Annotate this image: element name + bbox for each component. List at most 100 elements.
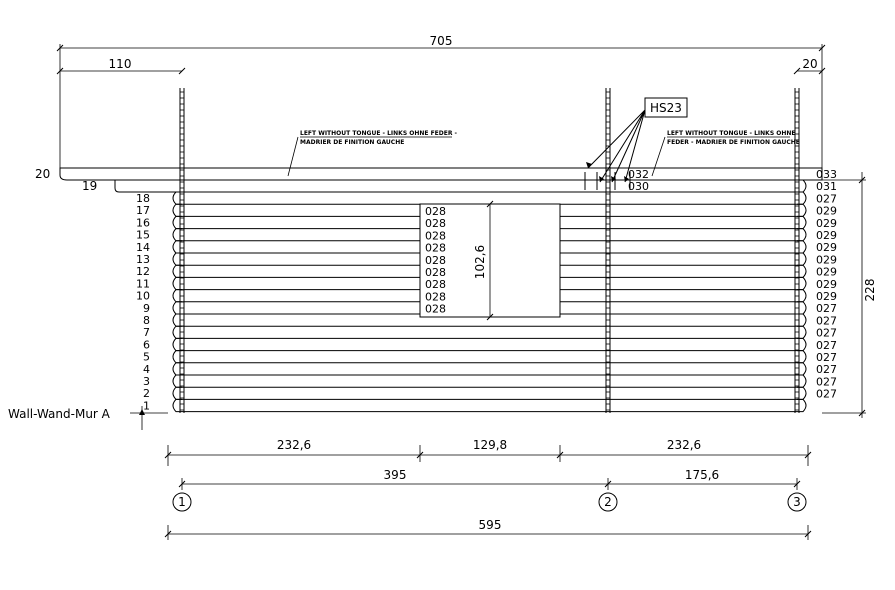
log-end-right (797, 240, 807, 254)
window-log-code: 028 (425, 205, 446, 218)
window-log-code: 028 (425, 254, 446, 267)
row-number: 2 (143, 387, 150, 400)
row-number: 3 (143, 375, 150, 388)
right-log-code: 033 (816, 168, 837, 181)
row-number: 12 (136, 265, 150, 278)
log-end-left (172, 350, 182, 364)
row-number: 16 (136, 216, 150, 229)
log-end-right (797, 228, 807, 242)
post-codes: 032 030 (628, 168, 649, 193)
log-end-left (172, 386, 182, 400)
window-log-code: 028 (425, 242, 446, 255)
log-end-right (797, 264, 807, 278)
note-right-line2: FEDER - MADRIER DE FINITION GAUCHE (667, 139, 800, 146)
hs23-callout: HS23 (584, 97, 688, 190)
window-log-code: 028 (425, 303, 446, 316)
log-end-left (172, 398, 182, 413)
log-end-right (797, 337, 807, 352)
wall-label-group: Wall-Wand-Mur A (8, 406, 168, 430)
log-end-right (797, 252, 807, 266)
window-log-code: 028 (425, 278, 446, 291)
wall-label: Wall-Wand-Mur A (8, 407, 111, 421)
dim-20-left-label: 20 (35, 167, 50, 181)
note-left-line2: MADRIER DE FINITION GAUCHE (300, 139, 404, 146)
dimension-right-overhang: 20 (793, 57, 826, 75)
row-number: 18 (136, 192, 150, 205)
log-end-left (172, 276, 182, 291)
log-end-left (172, 374, 182, 388)
right-log-code: 027 (816, 302, 837, 315)
axis-marker-3: 3 (793, 495, 801, 509)
axis-2-3-label: 175,6 (685, 468, 719, 482)
wall-height-label: 228 (863, 279, 877, 302)
row-number: 11 (136, 277, 150, 290)
right-log-code: 027 (816, 314, 837, 327)
log-end-left (172, 362, 182, 376)
right-log-code: 027 (816, 363, 837, 376)
note-right-line1: LEFT WITHOUT TONGUE - LINKS OHNE (667, 130, 795, 137)
row-number: 10 (136, 290, 150, 303)
window-height-label: 102,6 (473, 245, 487, 279)
note-left-line1: LEFT WITHOUT TONGUE - LINKS OHNE FEDER - (300, 130, 458, 137)
window-log-code: 028 (425, 217, 446, 230)
dim-19-label: 19 (82, 179, 97, 193)
dimension-axis-total: 595 (164, 518, 812, 540)
log-end-left (172, 228, 182, 242)
log-end-right (797, 386, 807, 400)
corner-posts (179, 88, 800, 413)
top-beam: 20 19 (35, 167, 823, 193)
seg-right-label: 232,6 (667, 438, 701, 452)
dimension-left-overhang: 110 (56, 57, 186, 75)
log-end-right (797, 350, 807, 364)
window-opening: 102,6 (419, 200, 561, 321)
row-number: 5 (143, 351, 150, 364)
right-log-code: 029 (816, 229, 837, 242)
right-log-code: 029 (816, 266, 837, 279)
right-log-code: 027 (816, 388, 837, 401)
row-number: 8 (143, 314, 150, 327)
axis-markers: 1 2 3 (172, 492, 807, 512)
axis-total-label: 595 (479, 518, 502, 532)
right-log-code: 027 (816, 351, 837, 364)
right-log-codes: 0330310270290290290290290290290290270270… (816, 168, 837, 401)
right-log-code: 027 (816, 327, 837, 340)
log-end-left (172, 240, 182, 254)
seg-left-label: 232,6 (277, 438, 311, 452)
dim-20-right-label: 20 (802, 57, 817, 71)
seg-mid-label: 129,8 (473, 438, 507, 452)
row-number: 15 (136, 229, 150, 242)
row-number: 9 (143, 302, 150, 315)
axis-1-2-label: 395 (384, 468, 407, 482)
axis-marker-1: 1 (178, 495, 186, 509)
axis-marker-2: 2 (604, 495, 612, 509)
log-end-left (172, 337, 182, 352)
row-number: 1 (143, 399, 150, 412)
right-log-code: 027 (816, 192, 837, 205)
log-end-right (797, 276, 807, 291)
row-number: 13 (136, 253, 150, 266)
dim-705-label: 705 (430, 34, 453, 48)
dim-110-label: 110 (109, 57, 132, 71)
log-end-left (172, 252, 182, 266)
right-log-code: 029 (816, 205, 837, 218)
right-log-code: 029 (816, 241, 837, 254)
row-number: 4 (143, 363, 150, 376)
window-log-code: 028 (425, 266, 446, 279)
row-number: 17 (136, 204, 150, 217)
dimension-total-width: 705 (56, 34, 826, 170)
log-end-right (797, 398, 807, 413)
log-end-right-top (797, 179, 807, 193)
row-number: 6 (143, 338, 150, 351)
row-number: 14 (136, 241, 150, 254)
dimension-axes: 395 175,6 (178, 468, 801, 490)
log-end-right (797, 374, 807, 388)
right-log-code: 027 (816, 375, 837, 388)
right-log-code: 029 (816, 217, 837, 230)
dimension-wall-height: 228 (822, 172, 877, 418)
dimension-segments: 232,6 129,8 232,6 (164, 438, 812, 466)
right-log-code: 029 (816, 290, 837, 303)
right-log-code: 027 (816, 339, 837, 352)
